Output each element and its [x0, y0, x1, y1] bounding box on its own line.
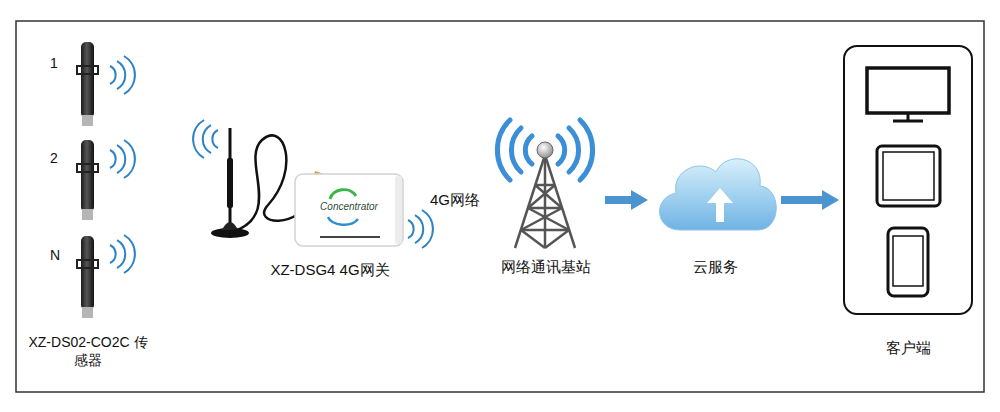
gateway-label: XZ-DSG4 4G网关 — [245, 261, 415, 279]
cloud-icon — [660, 159, 777, 230]
client-box: 客户端 — [843, 45, 973, 315]
callout-number: N — [50, 247, 70, 264]
node-label: 网络通讯基站 — [501, 258, 591, 277]
client-devices — [867, 68, 949, 296]
gateway-device — [211, 128, 403, 246]
node-label: 客户端 — [886, 339, 931, 358]
device-brand: Concentrator — [303, 201, 395, 213]
cloud-node: 云服务 — [652, 148, 778, 282]
flow-arrow — [605, 190, 648, 210]
callout-number: 2 — [50, 150, 70, 167]
base-station-tower — [497, 120, 592, 248]
sensor-2 — [77, 140, 98, 220]
wireless-waves — [110, 56, 433, 273]
outer-frame — [16, 21, 984, 392]
sensor-label: XZ-DS02-CO2C 传感器 — [28, 333, 148, 369]
callout-number: 1 — [50, 55, 70, 72]
flow-arrow — [781, 190, 839, 210]
node-label: 云服务 — [693, 258, 738, 277]
sensor-1 — [77, 42, 98, 126]
sensor-n — [77, 236, 98, 318]
network-label: 4G网络 — [430, 191, 500, 209]
tower-node: 网络通讯基站 — [490, 110, 602, 282]
